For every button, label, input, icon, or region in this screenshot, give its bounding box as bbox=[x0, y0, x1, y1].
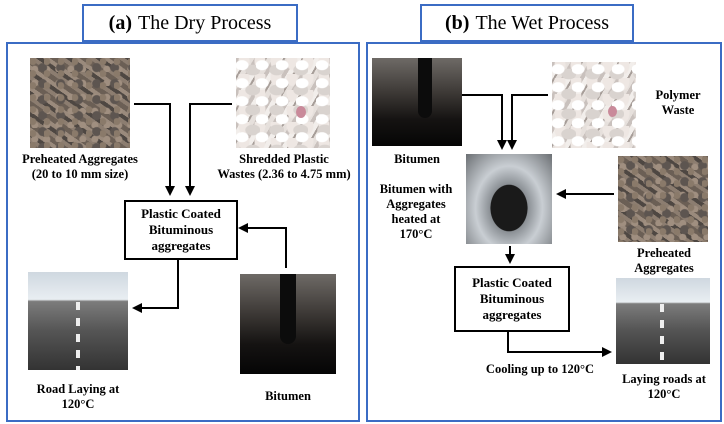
shredded-plastic-label: Shredded Plastic Wastes (2.36 to 4.75 mm… bbox=[217, 152, 351, 181]
arrow-bitumen-to-mixture bbox=[462, 94, 507, 150]
bitumen-image bbox=[240, 274, 336, 374]
arrow-bitumen-to-box bbox=[238, 223, 287, 268]
dry-coated-aggregates-box: Plastic Coated Bituminous aggregates bbox=[124, 200, 238, 260]
road-image bbox=[28, 272, 128, 370]
heated-mixture-label: Bitumen with Aggregates heated at 170°C bbox=[379, 182, 453, 241]
arrow-plastic-to-box bbox=[185, 103, 232, 196]
wet-preheated-aggregates-image bbox=[618, 156, 708, 242]
polymer-waste-label: Polymer Waste bbox=[655, 88, 701, 117]
dry-bitumen-label: Bitumen bbox=[265, 389, 311, 403]
preheated-aggregates-image bbox=[30, 58, 130, 148]
preheated-aggregates-label: Preheated Aggregates (20 to 10 mm size) bbox=[22, 152, 138, 181]
road-laying-label: Road Laying at 120°C bbox=[36, 382, 120, 411]
arrow-box-to-wet-road bbox=[507, 330, 612, 357]
dry-title-text: The Dry Process bbox=[138, 11, 272, 34]
arrow-box-to-road bbox=[132, 258, 179, 313]
shredded-plastic-image bbox=[236, 58, 330, 148]
heated-mixture-image bbox=[466, 154, 552, 244]
arrow-polymer-to-mixture bbox=[507, 94, 548, 150]
wet-coated-aggregates-box: Plastic Coated Bituminous aggregates bbox=[454, 266, 570, 332]
dry-process-title: (a) The Dry Process bbox=[82, 4, 298, 42]
arrow-aggregates-to-box bbox=[134, 103, 175, 196]
wet-coated-aggregates-label: Plastic Coated Bituminous aggregates bbox=[472, 275, 552, 322]
cooling-label: Cooling up to 120°C bbox=[485, 362, 595, 376]
dry-title-letter: (a) bbox=[108, 11, 132, 34]
laying-roads-label: Laying roads at 120°C bbox=[622, 372, 706, 401]
wet-title-letter: (b) bbox=[445, 11, 470, 34]
wet-preheated-aggregates-label: Preheated Aggregates bbox=[634, 246, 694, 275]
wet-process-title: (b) The Wet Process bbox=[420, 4, 634, 42]
dry-coated-aggregates-label: Plastic Coated Bituminous aggregates bbox=[141, 206, 221, 253]
wet-title-text: The Wet Process bbox=[475, 11, 609, 34]
wet-bitumen-label: Bitumen bbox=[394, 152, 440, 166]
wet-bitumen-image bbox=[372, 58, 462, 146]
polymer-waste-image bbox=[552, 62, 636, 148]
dry-process-panel bbox=[6, 42, 360, 422]
wet-road-image bbox=[616, 278, 710, 364]
wet-process-panel bbox=[366, 42, 722, 422]
